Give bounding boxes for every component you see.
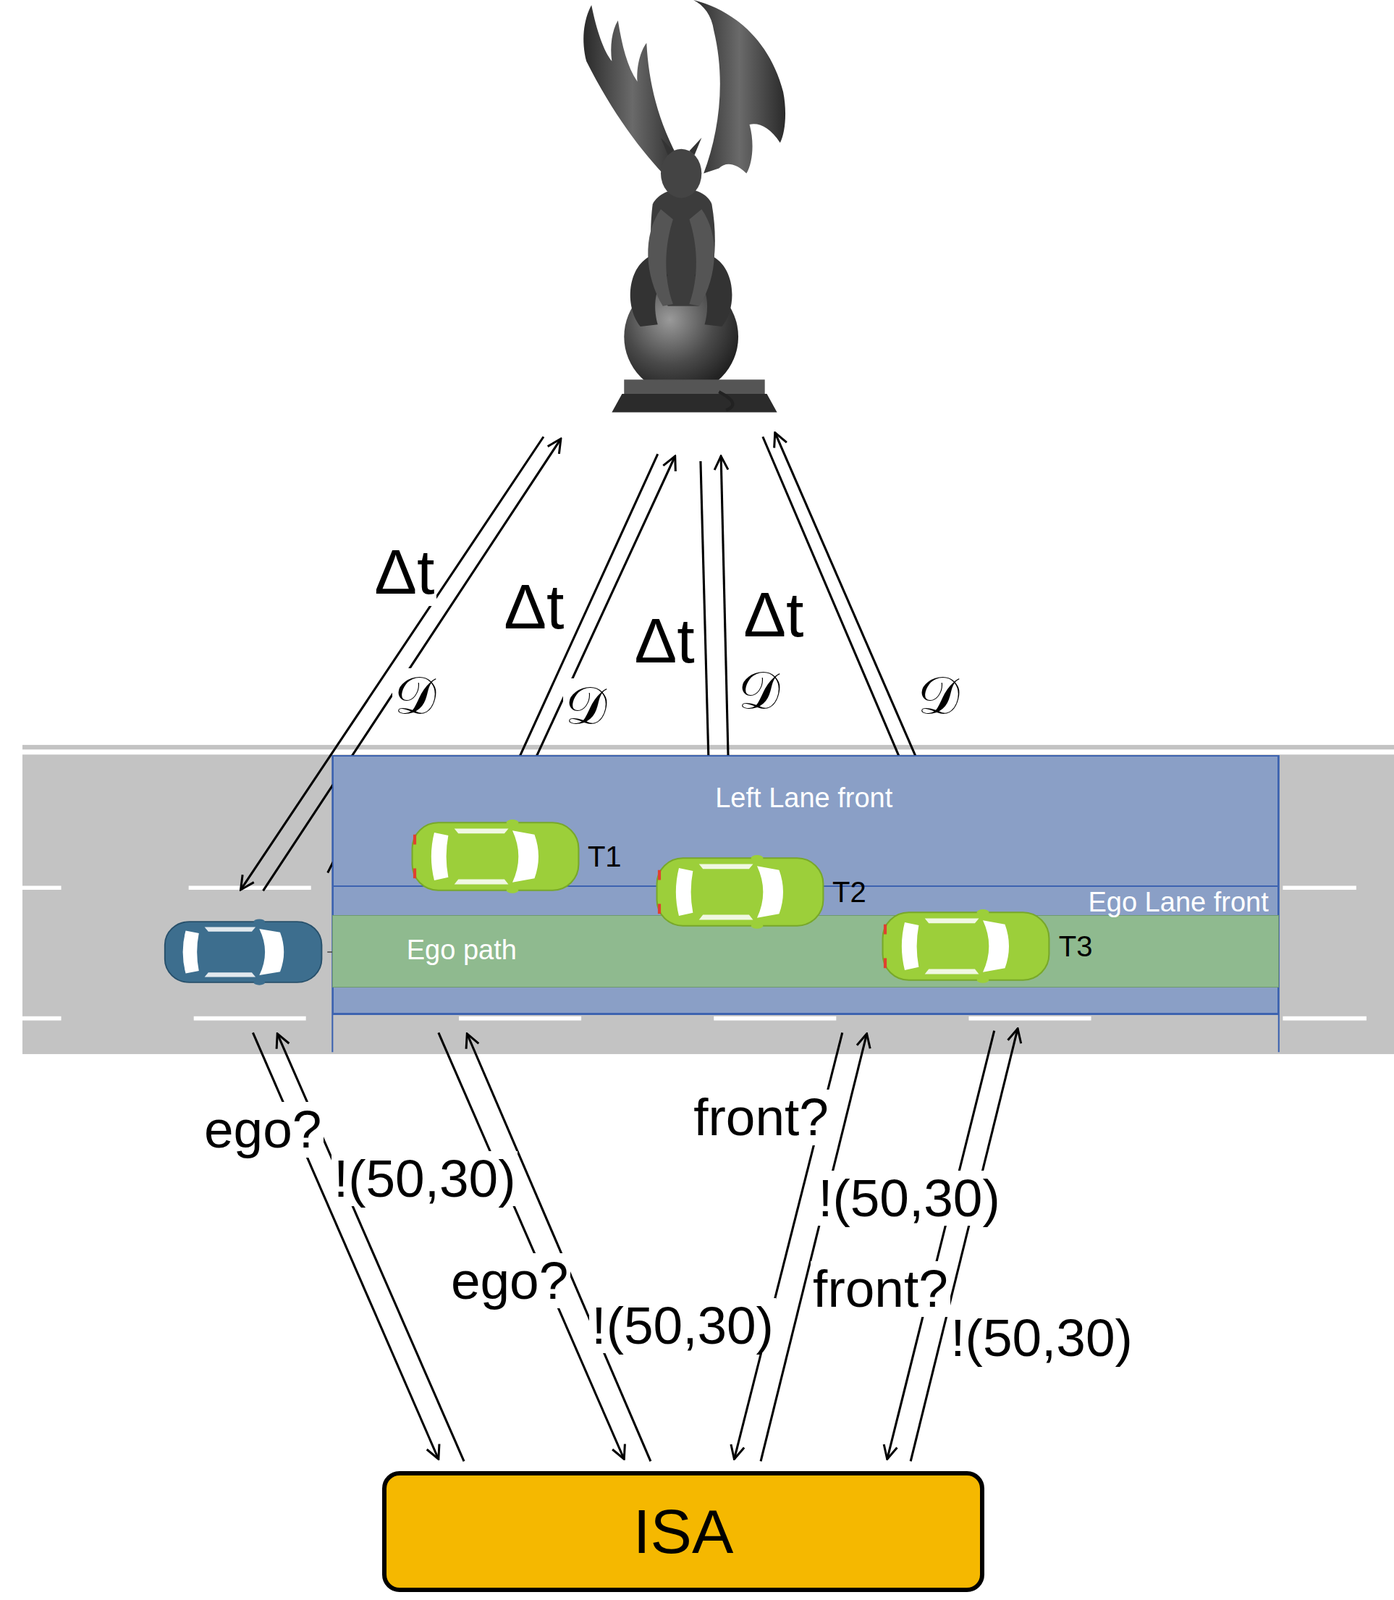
road bbox=[22, 744, 1394, 1054]
car-side-window bbox=[204, 926, 256, 931]
lane-dash bbox=[1282, 1016, 1367, 1021]
car-label: T1 bbox=[587, 841, 622, 872]
car-taillight bbox=[657, 869, 661, 881]
query-arrow bbox=[887, 1030, 995, 1460]
region-label: Ego Lane front bbox=[1087, 888, 1269, 918]
car-side-window bbox=[453, 828, 509, 834]
car-mirror bbox=[505, 886, 519, 893]
statue-wing bbox=[583, 5, 682, 179]
box-label: ISA bbox=[633, 1498, 734, 1564]
reply-arrow bbox=[466, 1033, 651, 1462]
message-label: !(50,30) bbox=[331, 1150, 519, 1207]
path-band: Ego path bbox=[332, 914, 1279, 988]
time-step-label: Δt bbox=[632, 607, 697, 674]
car-windshield bbox=[982, 919, 1009, 972]
gargoyle-statue bbox=[583, 0, 786, 412]
car-mirror bbox=[253, 918, 265, 924]
message-label: front? bbox=[691, 1089, 831, 1146]
car-picture bbox=[878, 906, 1054, 986]
car-mirror bbox=[750, 854, 763, 861]
statue-horn bbox=[660, 137, 674, 155]
car-rear-window bbox=[901, 922, 920, 970]
query-arrow bbox=[252, 1032, 438, 1459]
target-car: T1 bbox=[408, 816, 627, 897]
time-step-label: Δt bbox=[372, 538, 437, 606]
car-side-window bbox=[698, 914, 753, 920]
statue-horn bbox=[689, 137, 702, 155]
data-symbol-label: 𝒟 bbox=[736, 662, 782, 718]
car-taillight bbox=[412, 867, 416, 878]
car-picture bbox=[408, 816, 584, 897]
car-side-window bbox=[698, 863, 753, 869]
message-label: !(50,30) bbox=[589, 1297, 776, 1354]
message-label: ego? bbox=[448, 1252, 571, 1309]
car-rear-window bbox=[430, 832, 449, 881]
car-mirror bbox=[977, 909, 990, 915]
car-mirror bbox=[253, 979, 265, 985]
car-mirror bbox=[977, 976, 990, 983]
car-picture bbox=[652, 851, 829, 932]
car-taillight bbox=[657, 903, 661, 914]
car-windshield bbox=[259, 928, 284, 975]
statue-base bbox=[611, 393, 777, 412]
car-side-window bbox=[924, 968, 980, 974]
statue-tail bbox=[718, 391, 733, 410]
message-label: ego? bbox=[201, 1101, 324, 1158]
statue-arm bbox=[689, 209, 715, 307]
car-taillight bbox=[883, 923, 887, 934]
process-box: ISA bbox=[382, 1470, 984, 1591]
car-taillight bbox=[412, 833, 416, 844]
lane-dash bbox=[968, 1016, 1091, 1021]
car-side-window bbox=[204, 972, 256, 977]
time-step-label: Δt bbox=[741, 581, 806, 648]
reply-arrow bbox=[910, 1028, 1018, 1462]
statue-wing bbox=[693, 0, 786, 174]
car-rear-window bbox=[676, 867, 694, 916]
car-windshield bbox=[512, 830, 539, 882]
data-symbol-label: 𝒟 bbox=[915, 668, 962, 724]
data-symbol-label: 𝒟 bbox=[392, 668, 438, 724]
car-body bbox=[883, 911, 1050, 980]
lane-region: Left Lane frontEgo Lane frontEgo path T3 T… bbox=[332, 754, 1279, 1015]
statue-head bbox=[660, 149, 702, 199]
message-label: front? bbox=[810, 1260, 951, 1317]
statue-arm bbox=[647, 209, 674, 307]
car-mirror bbox=[505, 819, 519, 826]
message-label: !(50,30) bbox=[948, 1310, 1135, 1366]
lane-dash bbox=[22, 1016, 62, 1021]
car-label: T2 bbox=[832, 876, 867, 907]
car-rear-window bbox=[183, 930, 200, 973]
car-body bbox=[411, 822, 579, 890]
car-side-window bbox=[453, 878, 509, 884]
car-label: T3 bbox=[1058, 930, 1093, 962]
road-surface bbox=[22, 744, 1394, 1054]
lane-dash bbox=[1282, 885, 1356, 890]
target-car: T2 bbox=[652, 851, 872, 932]
region-label: Ego path bbox=[406, 935, 517, 965]
car-windshield bbox=[757, 865, 784, 918]
lane-dash bbox=[188, 885, 312, 890]
reply-arrow bbox=[277, 1033, 464, 1462]
statue-plinth bbox=[623, 379, 765, 396]
time-step-label: Δt bbox=[501, 573, 566, 640]
car-taillight bbox=[883, 957, 887, 968]
car-body bbox=[165, 921, 323, 983]
lane-dash bbox=[713, 1016, 836, 1021]
region-label: Left Lane front bbox=[715, 783, 893, 813]
lane-dash bbox=[458, 1016, 582, 1021]
car-body bbox=[656, 857, 823, 925]
data-symbol-label: 𝒟 bbox=[563, 678, 609, 734]
message-label: !(50,30) bbox=[815, 1170, 1003, 1227]
car-mirror bbox=[750, 922, 763, 928]
query-arrows bbox=[252, 1028, 1018, 1462]
target-car: T3 bbox=[878, 906, 1098, 986]
car-side-window bbox=[924, 917, 980, 923]
lane-dash bbox=[22, 885, 62, 890]
query-arrow bbox=[438, 1032, 624, 1459]
ego-car bbox=[165, 918, 323, 985]
lane-dash bbox=[193, 1016, 307, 1021]
